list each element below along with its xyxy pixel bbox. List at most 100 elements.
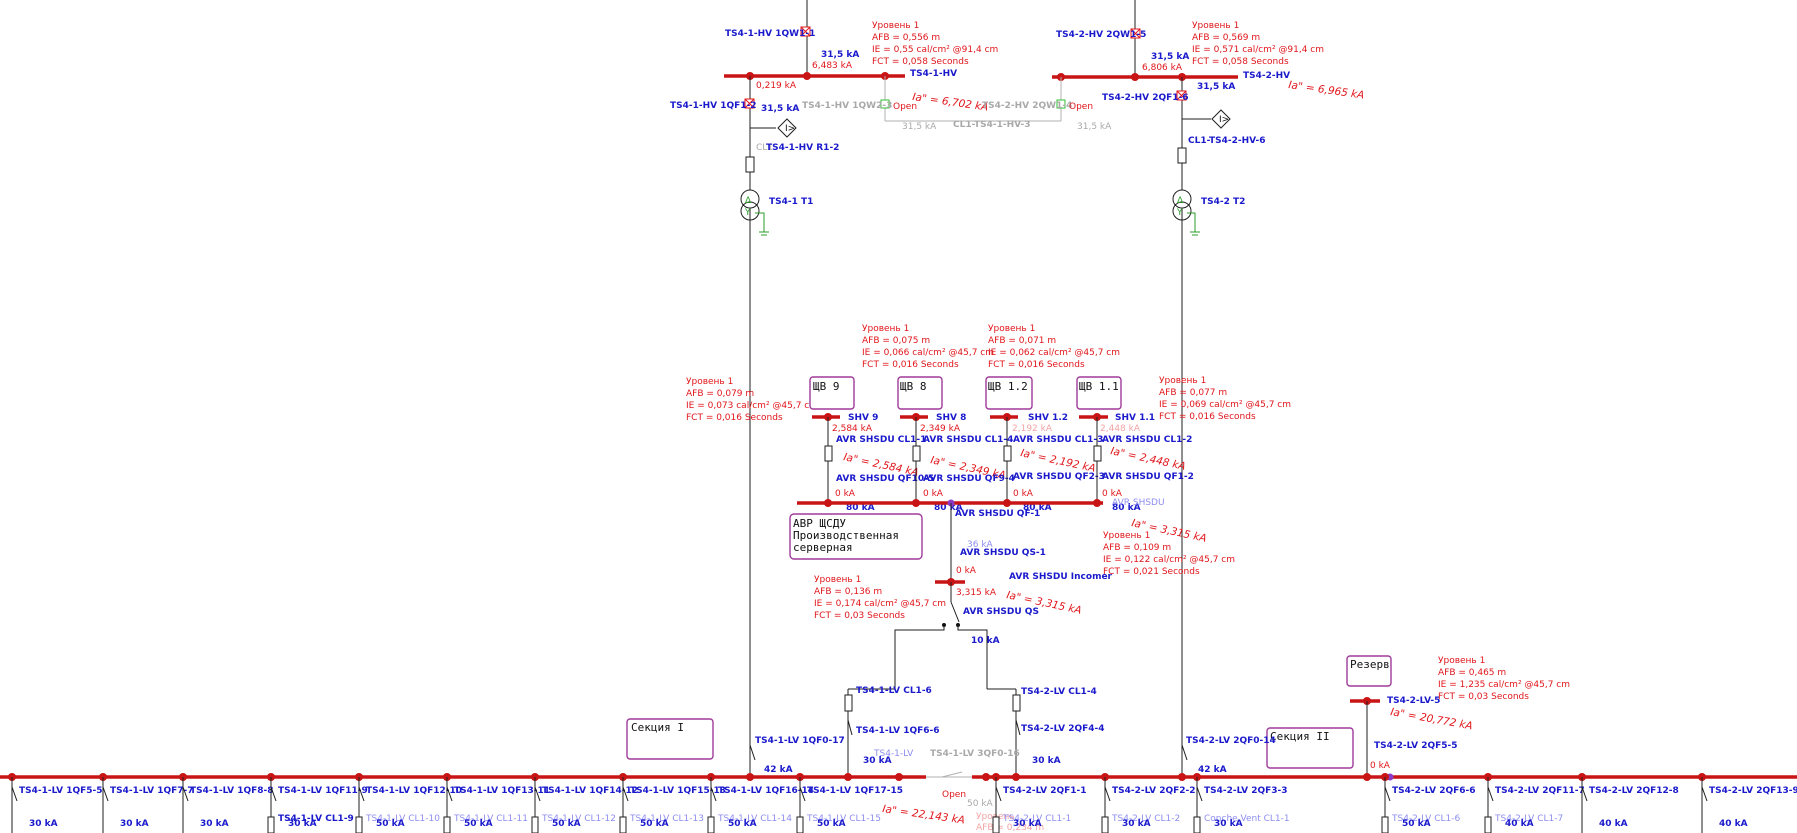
svg-text:FCT = 0,016 Seconds: FCT = 0,016 Seconds (862, 360, 959, 370)
hv-tie-cable: CL1-TS4-1-HV-3 (953, 120, 1030, 130)
avr-bus-label: AVR SHSDU (1112, 498, 1165, 508)
lv-feeder-rating: 30 kA (288, 819, 317, 829)
reserve-arc-block: Уровень 1 AFB = 0,465 m IE = 1,235 cal/c… (1438, 656, 1570, 702)
cable-icon (745, 156, 755, 173)
lv1-label: TS4-1-LV (873, 749, 914, 759)
hv1-qf-rating: 31,5 kA (761, 104, 799, 114)
avr-qs-rating: 10 kA (971, 636, 1000, 646)
breaker-icon[interactable] (1130, 28, 1141, 39)
transformer-icon[interactable]: Δ Y (740, 189, 760, 221)
lv-feeder-cl-label: TS4-2-LV CL1-1 (1002, 814, 1071, 824)
hv2-cl-label: CL1-TS4-2-HV-6 (1188, 136, 1265, 146)
shv-zero: 0 kA (923, 489, 944, 499)
lv-feeder[interactable]: TS4-1-LV 1QF7-730 kA (99, 773, 194, 833)
open-switch-icon[interactable] (880, 99, 890, 109)
breaker-icon[interactable] (1176, 90, 1187, 101)
svg-text:Δ: Δ (1177, 196, 1184, 206)
lv-feeder-cl-label: TS4-1-LV CL1-15 (806, 814, 881, 824)
lv-feeder-rating: 50 kA (728, 819, 757, 829)
lv-feeder-rating: 30 kA (1013, 819, 1042, 829)
svg-text:FCT = 0,021 Seconds: FCT = 0,021 Seconds (1103, 567, 1200, 577)
shv-drops (824, 417, 1102, 503)
shv-bus-label: SHV 9 (848, 413, 878, 423)
lv-feeder-qf-label: TS4-1-LV 1QF7-7 (110, 786, 194, 796)
svg-text:AFB = 0,569 m: AFB = 0,569 m (1192, 33, 1260, 43)
hv-tie-right-breaker: TS4-2-HV 2QW1-4 (982, 101, 1072, 111)
breaker-icon[interactable] (744, 98, 755, 109)
ts42-branch: TS4-2-HV 2QF1-6 31,5 kA I> CL1-TS4-2-HV-… (1102, 77, 1265, 775)
svg-text:FCT = 0,016 Seconds: FCT = 0,016 Seconds (1159, 412, 1256, 422)
ts41-branch: TS4-1-HV 1QF1-2 31,5 kA I> CL1 TS4-1-HV … (670, 76, 839, 775)
lv-feeder-cl-label: TS4-1-LV CL1-14 (717, 814, 792, 824)
shv-breaker-label: AVR SHSDU QF1-2 (1102, 472, 1194, 482)
lv-feeder[interactable]: TS4-2-LV 2QF13-9 40 kA (1698, 773, 1797, 833)
hv2-qf-label: TS4-2-HV 2QF1-6 (1102, 93, 1189, 103)
lv-feeder-rating: 30 kA (29, 819, 58, 829)
avr-qs1-current: 0 kA (956, 566, 977, 576)
hv2-ia: Ia" = 6,965 kA (1288, 79, 1365, 102)
hv-tie-left-rating: 31,5 kA (902, 122, 937, 132)
lv-feeder-cl-label: TS4-2-LV CL1-6 (1391, 814, 1460, 824)
svg-text:IE = 0,066 cal/cm² @45,7 cm: IE = 0,066 cal/cm² @45,7 cm (862, 348, 994, 358)
svg-text:IE = 0,073 cal/cm² @45,7 cm: IE = 0,073 cal/cm² @45,7 cm (686, 401, 818, 411)
svg-text:IE = 0,55 cal/cm² @91,4 cm: IE = 0,55 cal/cm² @91,4 cm (872, 45, 998, 55)
open-switch-icon[interactable] (1056, 99, 1066, 109)
shv-section: Уровень 1 AFB = 0,079 m IE = 0,073 cal/c… (686, 324, 1291, 513)
lv-feeder-qf-label: TS4-1-LV 1QF13-11 (454, 786, 550, 796)
svg-text:Y: Y (1176, 208, 1183, 218)
hv-section: TS4-1-HV 1QW1-1 TS4-1-HV 31,5 kA 6,483 k… (670, 0, 1365, 775)
breaker-icon[interactable] (800, 26, 811, 37)
lv-feeder[interactable]: TS4-1-LV 1QF8-830 kA (179, 773, 274, 833)
svg-text:AFB = 0,109 m: AFB = 0,109 m (1103, 543, 1171, 553)
svg-text:Уровень 1: Уровень 1 (988, 324, 1035, 334)
hv2-sc-current: 6,806 kA (1142, 63, 1183, 73)
lv-feeder-rating: 40 kA (1599, 819, 1628, 829)
hv-tie-right-rating: 31,5 kA (1077, 122, 1112, 132)
lv-feeder-cl-label: TS4-1-LV CL1-13 (629, 814, 704, 824)
lv-feeder-rating: 40 kA (1719, 819, 1748, 829)
hv1-sc-current: 6,483 kA (812, 61, 853, 71)
hv2-incomer-label: TS4-2-HV 2QW1-5 (1056, 30, 1146, 40)
lv-feeder-rating: 30 kA (200, 819, 229, 829)
transformer-icon[interactable]: Δ Y (1172, 189, 1192, 221)
lv-feeder-cl-label: TS4-2-LV CL1-7 (1494, 814, 1563, 824)
cable-icon (1177, 147, 1187, 164)
shv-1-1[interactable]: ЩВ 1.1 SHV 1.1 2,448 kA AVR SHSDU CL1-2 … (1076, 376, 1194, 513)
lv-feeder-qf-label: TS4-2-LV 2QF6-6 (1392, 786, 1476, 796)
svg-text:AFB = 0,075 m: AFB = 0,075 m (862, 336, 930, 346)
lv-feeder-qf-label: TS4-2-LV 2QF1-1 (1003, 786, 1087, 796)
svg-text:Уровень 1: Уровень 1 (1438, 656, 1485, 666)
avr-qs1-label: AVR SHSDU QS-1 (960, 548, 1046, 558)
relay-icon[interactable] (777, 118, 797, 138)
lv-feeder[interactable]: TS4-2-LV 2QF12-840 kA (1578, 773, 1679, 833)
hv1-relay-label: TS4-1-HV R1-2 (766, 143, 839, 153)
lv-feeder-rating: 50 kA (376, 819, 405, 829)
hv1-incomer-label: TS4-1-HV 1QW1-1 (725, 29, 815, 39)
shv-bus-label: SHV 1.2 (1028, 413, 1068, 423)
lv-feeder-qf-label: TS4-2-LV 2QF13-9 (1709, 786, 1797, 796)
relay-icon[interactable] (1211, 109, 1231, 129)
shv-current: 2,448 kA (1100, 424, 1141, 434)
svg-text:AFB = 0,465 m: AFB = 0,465 m (1438, 668, 1506, 678)
lv-feeder[interactable]: TS4-1-LV 1QF5-530 kA (8, 773, 103, 833)
svg-text:Уровень 1: Уровень 1 (1103, 531, 1150, 541)
lv2-rating: 30 kA (1032, 756, 1061, 766)
lv2-qf-label: TS4-2-LV 2QF4-4 (1021, 724, 1105, 734)
section1-label: Секция I (631, 721, 684, 734)
lv-feeder-qf-label: TS4-1-LV 1QF11-9 (278, 786, 368, 796)
avr-box-text: АВР ЩСДУ Производственная серверная (793, 517, 899, 554)
t2-label: TS4-2 T2 (1201, 197, 1245, 207)
